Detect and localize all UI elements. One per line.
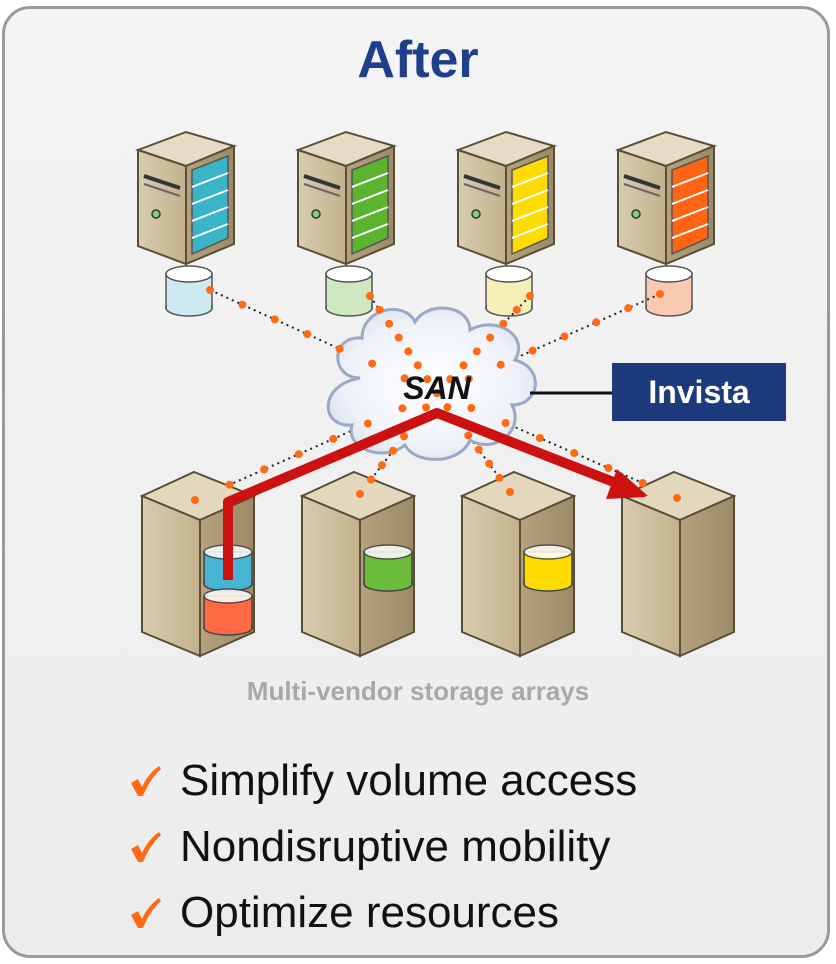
link-dot [474, 445, 483, 454]
link-dot [366, 292, 374, 300]
link-dot [512, 305, 521, 314]
benefit-text: Simplify volume access [180, 756, 638, 805]
link-dot [238, 300, 247, 309]
link-dot [404, 347, 413, 356]
server-1 [135, 130, 237, 317]
link-dot [423, 375, 432, 384]
link-dot [400, 432, 408, 441]
san-label: SAN [403, 370, 471, 406]
server-volume-panel [671, 154, 709, 256]
san-link [436, 392, 678, 499]
link-dot [638, 479, 647, 487]
link-dot [335, 344, 344, 353]
link-dot [413, 361, 422, 370]
link-dot [368, 359, 377, 368]
link-dot [294, 450, 303, 459]
panel-title: After [357, 31, 479, 89]
link-dot [526, 292, 534, 300]
migration-arrow [223, 408, 648, 580]
checkmark-icon [128, 896, 180, 930]
san-link [194, 392, 438, 501]
link-dot [673, 494, 681, 502]
link-dot [398, 404, 407, 413]
link-dot [375, 305, 384, 314]
link-dot [592, 318, 601, 327]
storage-array-4 [619, 470, 737, 658]
link-dot [446, 375, 455, 384]
link-dot [303, 330, 312, 339]
link-dot [378, 461, 386, 470]
link-dot [443, 403, 452, 412]
server-3 [455, 130, 557, 317]
link-dot [191, 496, 199, 504]
link-dot [624, 304, 633, 313]
server-disk-icon [485, 265, 533, 317]
link-dot [535, 434, 544, 442]
link-dot [656, 290, 664, 298]
link-dot [472, 347, 481, 356]
link-dot [528, 346, 537, 355]
array-volume-icon [523, 544, 573, 592]
storage-caption: Multi-vendor storage arrays [246, 676, 590, 706]
link-dot [496, 360, 505, 369]
link-dot [485, 459, 494, 468]
link-dot [385, 319, 394, 328]
benefit-text: Nondisruptive mobility [180, 822, 611, 871]
link-dot [467, 404, 476, 412]
link-dot [464, 374, 473, 383]
server-4 [615, 130, 717, 317]
link-dot [260, 465, 269, 474]
benefit-item: Nondisruptive mobility [128, 814, 637, 880]
link-dot [459, 361, 468, 370]
link-dot [363, 419, 372, 428]
invista-appliance-box: Invista [612, 363, 786, 421]
link-dot [501, 419, 510, 427]
link-dot [486, 333, 495, 342]
checkmark-icon [128, 764, 180, 798]
link-dot [400, 374, 409, 383]
link-dot [506, 488, 514, 496]
checkmark-icon [128, 830, 180, 864]
link-dot [367, 475, 375, 484]
storage-array-2 [299, 470, 417, 658]
server-2 [295, 130, 397, 317]
benefit-item: Optimize resources [128, 880, 637, 946]
server-volume-panel [511, 154, 549, 256]
link-dot [356, 490, 364, 498]
san-link [436, 293, 661, 394]
server-disk-icon [325, 265, 373, 317]
storage-array-3 [459, 470, 577, 658]
link-dot [206, 286, 214, 294]
link-dot [604, 464, 613, 472]
link-dot [499, 319, 508, 328]
link-dot [570, 449, 579, 457]
link-dot [225, 480, 234, 489]
benefit-text: Optimize resources [180, 888, 560, 937]
link-dot [560, 332, 569, 341]
link-dot [464, 431, 473, 440]
link-dot [270, 315, 279, 324]
link-dot [389, 446, 397, 455]
link-dot [433, 389, 441, 397]
server-volume-panel [351, 154, 389, 256]
link-dot [495, 473, 504, 482]
link-dot [329, 434, 338, 443]
link-dot [422, 403, 430, 412]
benefit-item: Simplify volume access [128, 748, 637, 814]
link-dot [394, 333, 403, 342]
server-disk-icon [645, 265, 693, 317]
benefit-list: Simplify volume access Nondisruptive mob… [128, 748, 637, 946]
server-disk-icon [165, 265, 213, 317]
server-volume-panel [191, 154, 229, 256]
array-volume-icon [203, 588, 253, 636]
array-volume-icon [363, 544, 413, 592]
